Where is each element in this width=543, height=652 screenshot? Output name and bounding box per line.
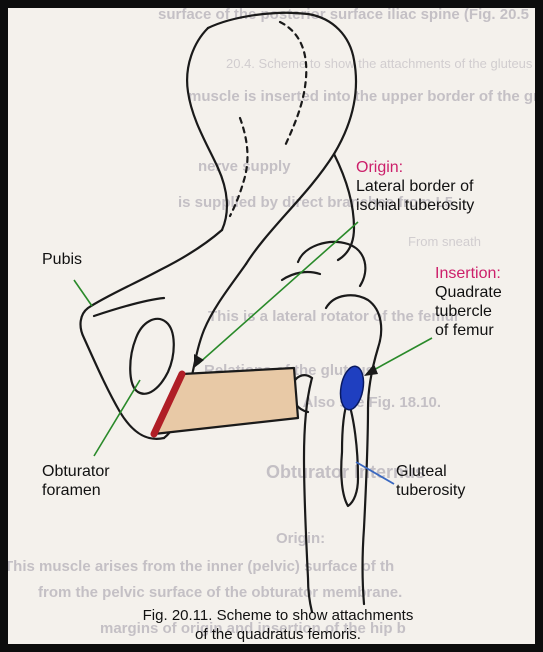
origin-heading: Origin: [356, 158, 474, 177]
insertion-label: Insertion: Quadrate tubercle of femur [435, 264, 502, 340]
femur-shaft-lateral [363, 408, 369, 604]
gluteal-label: Gluteal tuberosity [396, 462, 465, 500]
insertion-text-1: Quadrate [435, 283, 502, 302]
gluteal-line-dotted [280, 22, 306, 148]
obturator-foramen-outline [130, 319, 174, 394]
origin-pointer-arrowhead [194, 354, 204, 368]
caption-line-2: of the quadratus femoris. [68, 625, 488, 644]
obturator-text-2: foramen [42, 481, 110, 500]
insertion-area [337, 364, 366, 411]
obturator-label: Obturator foramen [42, 462, 110, 500]
femur-shaft-medial [304, 378, 312, 612]
origin-label: Origin: Lateral border of ischial tubero… [356, 158, 474, 215]
origin-pointer [198, 222, 358, 364]
origin-text-2: ischial tuberosity [356, 196, 474, 215]
pubis-label: Pubis [42, 250, 82, 269]
figure-caption: Fig. 20.11. Scheme to show attachments o… [68, 606, 488, 644]
gluteal-tuberosity-ridge [341, 400, 358, 506]
insertion-text-2: tubercle [435, 302, 502, 321]
insertion-heading: Insertion: [435, 264, 502, 283]
insertion-text-3: of femur [435, 321, 502, 340]
obturator-text-1: Obturator [42, 462, 110, 481]
pubis-pointer [74, 280, 92, 306]
gluteal-line-dotted [230, 118, 247, 216]
ilium-posterior-border [334, 154, 354, 260]
pubic-ramus [94, 298, 164, 316]
ilium-outline [208, 13, 356, 264]
textbook-page: surface of the posterior surface iliac s… [8, 8, 535, 644]
femoral-head [298, 242, 365, 286]
origin-text-1: Lateral border of [356, 177, 474, 196]
gluteal-pointer [356, 462, 394, 484]
insertion-pointer-arrowhead [364, 364, 378, 376]
gluteal-text-1: Gluteal [396, 462, 465, 481]
obturator-pointer [94, 380, 140, 456]
quadratus-femoris-muscle [154, 368, 298, 434]
ilium-anterior-border [187, 28, 227, 230]
gluteal-text-2: tuberosity [396, 481, 465, 500]
caption-line-1: Fig. 20.11. Scheme to show attachments [68, 606, 488, 625]
